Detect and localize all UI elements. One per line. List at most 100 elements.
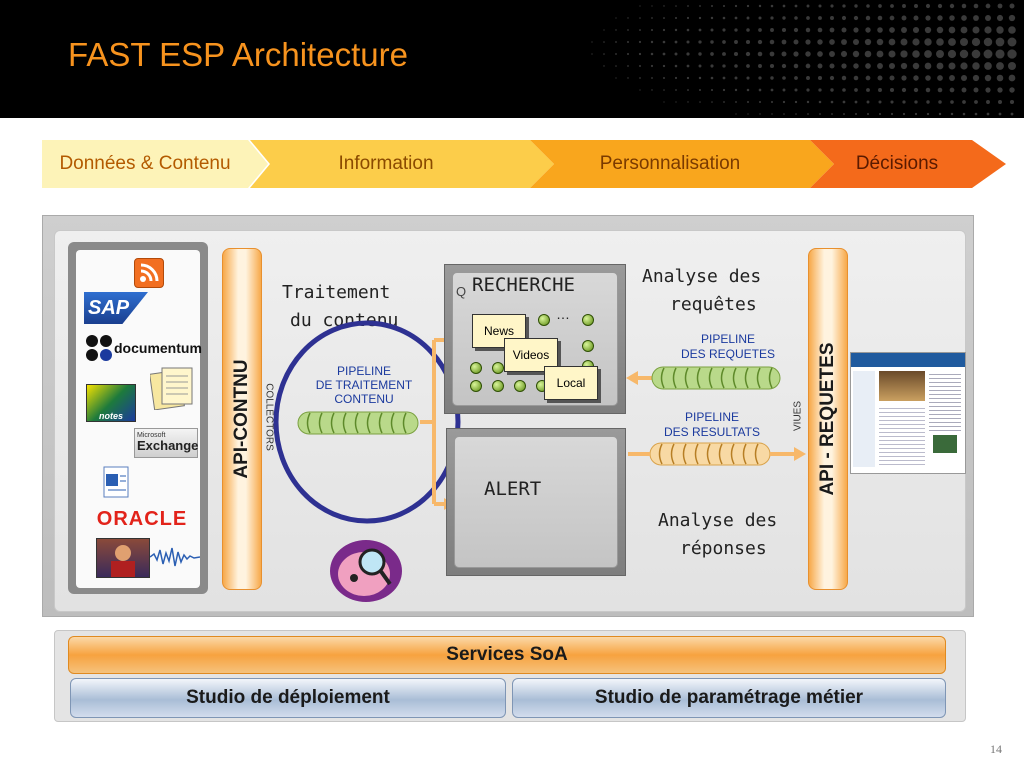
header-dot [902, 100, 906, 104]
header-dot [794, 100, 798, 104]
query-pipeline-line1: PIPELINE [700, 332, 756, 346]
header-dot [901, 27, 907, 33]
header-dot [805, 63, 811, 69]
header-dot [876, 50, 884, 58]
search-ellipsis: … [556, 306, 570, 322]
stage-shape-3 [530, 140, 834, 188]
header-dot [651, 5, 653, 7]
header-dot [615, 17, 617, 19]
header-dot [841, 15, 847, 21]
header-dot [627, 65, 629, 67]
header-dot [675, 101, 677, 103]
header-dot [1007, 49, 1017, 59]
header-dot [819, 113, 821, 115]
header-dot [806, 100, 810, 104]
header-dot [794, 88, 798, 92]
header-dot [889, 27, 895, 33]
header-dot [878, 100, 882, 104]
header-dot [867, 113, 869, 115]
header-dot [962, 100, 966, 104]
header-dot [937, 87, 943, 93]
stage-chevrons [42, 140, 1006, 188]
index-node [582, 340, 594, 352]
header-dot [877, 27, 883, 33]
header-dot [997, 99, 1003, 105]
header-dot [686, 52, 690, 56]
exchange-logo: Microsoft Exchange [134, 428, 198, 458]
header-dot [840, 50, 848, 58]
header-dot [806, 4, 810, 8]
header-dot [615, 41, 617, 43]
header-dot [745, 39, 751, 45]
index-node [492, 362, 504, 374]
processing-title-line1: Traitement [282, 282, 391, 303]
header-dot [663, 77, 665, 79]
header-dot [853, 27, 859, 33]
header-dot [830, 4, 834, 8]
alert-label: ALERT [484, 478, 542, 500]
header-dot [984, 26, 992, 34]
sap-logo-text: SAP [88, 296, 130, 319]
header-dot [758, 100, 762, 104]
header-dot [782, 76, 786, 80]
deployment-studio-bar: Studio de déploiement [70, 678, 506, 718]
magnifier-mascot-icon [330, 540, 402, 602]
header-dot [782, 4, 786, 8]
header-dot [852, 38, 860, 46]
video-thumbnail [96, 538, 150, 578]
header-dot [959, 49, 969, 59]
notes-text: notes [98, 411, 123, 421]
header-dot [781, 27, 787, 33]
header-dot [698, 52, 702, 56]
header-dot [758, 88, 762, 92]
header-dot [723, 101, 725, 103]
index-node [538, 314, 550, 326]
header-dot [986, 100, 990, 104]
header-dot [996, 74, 1004, 82]
header-dot [782, 88, 786, 92]
header-dot [650, 64, 654, 68]
header-dot [770, 16, 774, 20]
header-dot [1009, 87, 1015, 93]
header-dot [913, 87, 919, 93]
header-dot [783, 113, 785, 115]
header-dot [675, 17, 677, 19]
response-analysis-line2: réponses [680, 538, 767, 559]
header-dot [853, 15, 859, 21]
header-dot [889, 75, 895, 81]
header-dot [650, 52, 654, 56]
header-dot [734, 28, 738, 32]
services-soa-label: Services SoA [446, 644, 568, 665]
header-dot [902, 112, 906, 116]
header-dot [888, 50, 896, 58]
header-dot [794, 16, 798, 20]
header-dot [948, 26, 956, 34]
header-dot [937, 3, 943, 9]
folder-local-label: Local [556, 376, 586, 390]
header-dot [771, 113, 773, 115]
header-dot [722, 88, 726, 92]
index-node [470, 362, 482, 374]
header-dot [687, 89, 689, 91]
business-studio-bar: Studio de paramétrage métier [512, 678, 946, 718]
header-dot [638, 40, 642, 44]
header-dot [841, 27, 847, 33]
header-dot [914, 100, 918, 104]
header-dot [890, 4, 894, 8]
header-dot [843, 113, 845, 115]
header-dot [866, 88, 870, 92]
header-dot [734, 4, 738, 8]
query-analysis-line2: requêtes [670, 294, 757, 315]
processing-pipeline-line1: PIPELINE [336, 364, 392, 378]
header-dot [950, 100, 954, 104]
header-dot [663, 17, 665, 19]
header-dot [830, 16, 834, 20]
header-dot [674, 40, 678, 44]
header-dot [734, 40, 738, 44]
header-dot [639, 29, 641, 31]
header-dot [722, 40, 726, 44]
header-dot [1010, 112, 1014, 116]
header-dot [864, 38, 872, 46]
header-dot [996, 62, 1004, 70]
header-dot [878, 112, 882, 116]
